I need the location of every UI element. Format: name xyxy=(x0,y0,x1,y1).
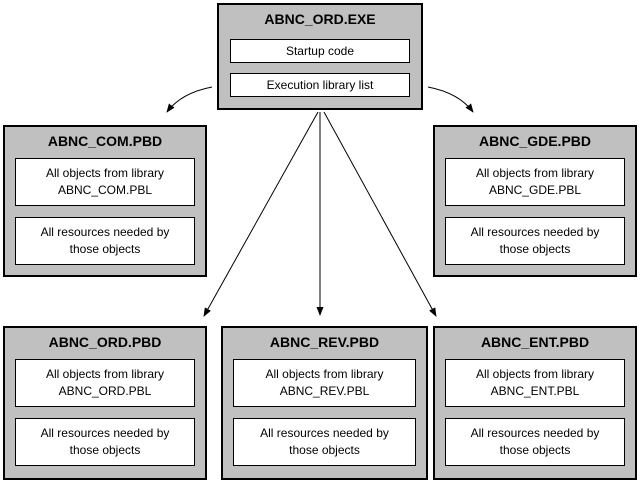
pbd-box-title: ABNC_GDE.PBD xyxy=(478,133,591,149)
pbd-objects-box: All objects from library ABNC_GDE.PBL xyxy=(445,158,625,206)
pbd-box-title: ABNC_ENT.PBD xyxy=(480,334,590,350)
exe-box-title: ABNC_ORD.EXE xyxy=(264,11,376,27)
pbd-objects-box: All objects from library ABNC_COM.PBL xyxy=(15,158,195,206)
pbd-box-com: ABNC_COM.PBD All objects from library AB… xyxy=(3,125,207,277)
arrow-exe-to-com xyxy=(166,86,213,113)
pbd-resources-box: All resources needed by those objects xyxy=(445,217,625,265)
pbd-box-ent: ABNC_ENT.PBD All objects from library AB… xyxy=(433,326,637,480)
pbd-resources-box: All resources needed by those objects xyxy=(15,217,195,265)
pbd-resources-box: All resources needed by those objects xyxy=(445,418,625,466)
startup-code-box: Startup code xyxy=(230,39,410,63)
pbd-objects-box: All objects from library ABNC_ENT.PBL xyxy=(445,359,625,407)
pbd-box-gde: ABNC_GDE.PBD All objects from library AB… xyxy=(433,125,637,277)
pbd-box-title: ABNC_REV.PBD xyxy=(269,334,380,350)
pbd-objects-box: All objects from library ABNC_ORD.PBL xyxy=(15,359,195,407)
arrow-exe-to-gde xyxy=(427,86,474,113)
pbd-box-ord: ABNC_ORD.PBD All objects from library AB… xyxy=(3,326,207,480)
pbd-resources-box: All resources needed by those objects xyxy=(233,418,416,466)
execution-library-list-box: Execution library list xyxy=(230,73,410,97)
pbd-resources-box: All resources needed by those objects xyxy=(15,418,195,466)
pbd-box-title: ABNC_ORD.PBD xyxy=(48,334,162,350)
pbd-objects-box: All objects from library ABNC_REV.PBL xyxy=(233,359,416,407)
pbd-box-rev: ABNC_REV.PBD All objects from library AB… xyxy=(221,326,428,480)
pbd-box-title: ABNC_COM.PBD xyxy=(47,133,163,149)
arrow-exe-to-ent xyxy=(323,111,437,317)
exe-box: ABNC_ORD.EXE Startup code Execution libr… xyxy=(217,3,423,110)
arrow-exe-to-ord xyxy=(203,111,319,317)
